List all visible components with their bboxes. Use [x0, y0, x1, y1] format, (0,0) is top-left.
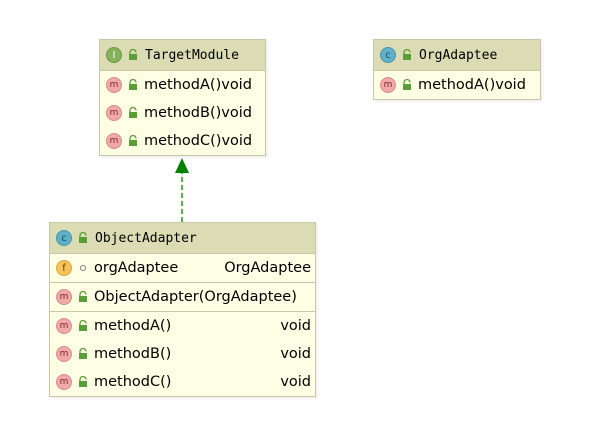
implements-arrowhead: [175, 158, 189, 173]
method-row[interactable]: m methodA() void: [374, 71, 540, 99]
method-name: methodA(): [144, 77, 222, 93]
class-header: c OrgAdaptee: [374, 40, 540, 71]
method-return-type: void: [280, 374, 311, 390]
method-icon: m: [56, 289, 72, 305]
public-lock-icon: [127, 78, 139, 92]
class-org-adaptee[interactable]: c OrgAdaptee m methodA() void: [373, 39, 541, 100]
method-row[interactable]: m methodC() void: [50, 368, 315, 396]
method-icon: m: [106, 133, 122, 149]
public-lock-icon: [127, 134, 139, 148]
public-lock-icon: [77, 319, 89, 333]
method-return-type: void: [495, 77, 526, 93]
constructor-name: ObjectAdapter(OrgAdaptee): [94, 289, 297, 305]
method-return-type: void: [221, 133, 253, 149]
method-icon: m: [56, 374, 72, 390]
constructor-row[interactable]: m ObjectAdapter(OrgAdaptee): [50, 282, 315, 311]
public-lock-icon: [127, 106, 139, 120]
interface-icon: I: [106, 47, 122, 63]
method-name: methodC(): [144, 133, 222, 149]
package-private-dot-icon: [77, 261, 89, 275]
public-lock-icon: [77, 231, 89, 245]
field-icon: f: [56, 260, 72, 276]
public-lock-icon: [401, 48, 413, 62]
method-return-type: void: [280, 346, 311, 362]
method-name: methodC(): [94, 374, 172, 390]
class-header: I TargetModule: [100, 40, 265, 71]
method-row[interactable]: m methodA() void: [100, 71, 265, 99]
class-icon: c: [56, 230, 72, 246]
field-name: orgAdaptee: [94, 260, 179, 276]
public-lock-icon: [77, 290, 89, 304]
method-icon: m: [56, 346, 72, 362]
method-return-type: void: [280, 318, 311, 334]
class-icon: c: [380, 47, 396, 63]
public-lock-icon: [77, 375, 89, 389]
method-icon: m: [106, 105, 122, 121]
field-row[interactable]: f orgAdaptee OrgAdaptee: [50, 254, 315, 282]
method-icon: m: [106, 77, 122, 93]
class-header: c ObjectAdapter: [50, 223, 315, 254]
class-target-module[interactable]: I TargetModule m methodA() void m method…: [99, 39, 266, 156]
class-title: OrgAdaptee: [419, 47, 498, 63]
method-return-type: void: [221, 77, 252, 93]
method-return-type: void: [221, 105, 252, 121]
field-type: OrgAdaptee: [224, 260, 311, 276]
public-lock-icon: [127, 48, 139, 62]
method-row[interactable]: m methodB() void: [100, 99, 265, 127]
method-name: methodA(): [418, 77, 496, 93]
public-lock-icon: [77, 347, 89, 361]
public-lock-icon: [401, 78, 413, 92]
class-object-adapter[interactable]: c ObjectAdapter f orgAdaptee OrgAdaptee …: [49, 222, 316, 397]
method-name: methodA(): [94, 318, 172, 334]
class-title: TargetModule: [145, 47, 239, 63]
method-name: methodB(): [94, 346, 172, 362]
method-row[interactable]: m methodB() void: [50, 340, 315, 368]
method-row[interactable]: m methodC() void: [100, 127, 265, 155]
method-row[interactable]: m methodA() void: [50, 311, 315, 340]
class-title: ObjectAdapter: [95, 230, 197, 246]
method-name: methodB(): [144, 105, 222, 121]
method-icon: m: [56, 318, 72, 334]
method-icon: m: [380, 77, 396, 93]
